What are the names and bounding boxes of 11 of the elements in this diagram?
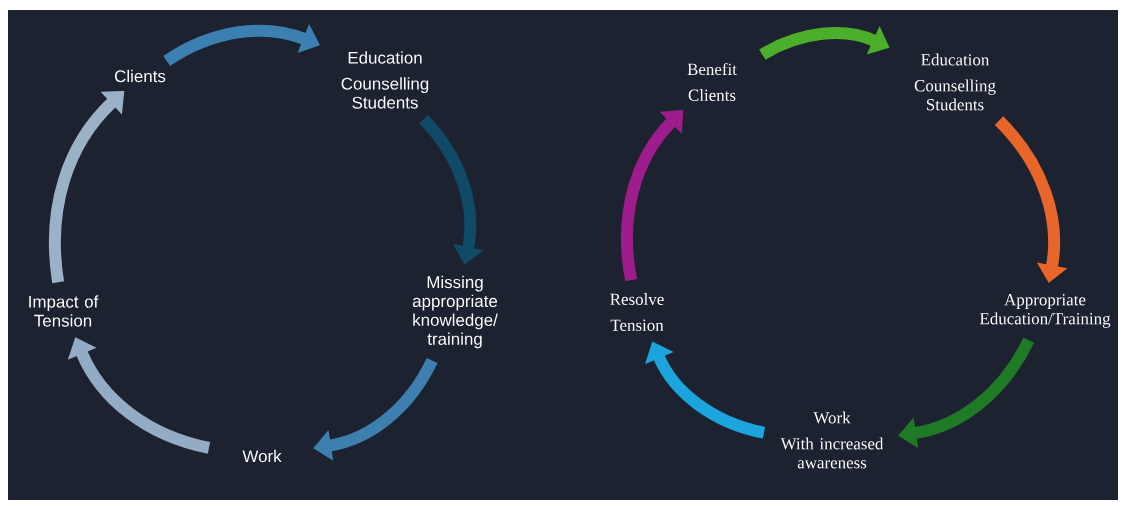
node-text: Impact of Tension [29, 295, 99, 327]
node-text: Education Counselling Students [914, 53, 996, 111]
node-text: Resolve Tension [610, 293, 664, 331]
node-text: Work [242, 449, 282, 463]
node-text: Benefit Clients [687, 63, 737, 101]
node-text: Work With increased awareness [780, 411, 884, 469]
node-text: Education Counselling Students [341, 51, 429, 109]
node-text: Clients [115, 69, 166, 83]
node-text: Missing appropriate knowledge/ training [412, 275, 498, 349]
node-text: Appropriate Education/Training [979, 294, 1111, 328]
curved-arrow [163, 24, 320, 67]
